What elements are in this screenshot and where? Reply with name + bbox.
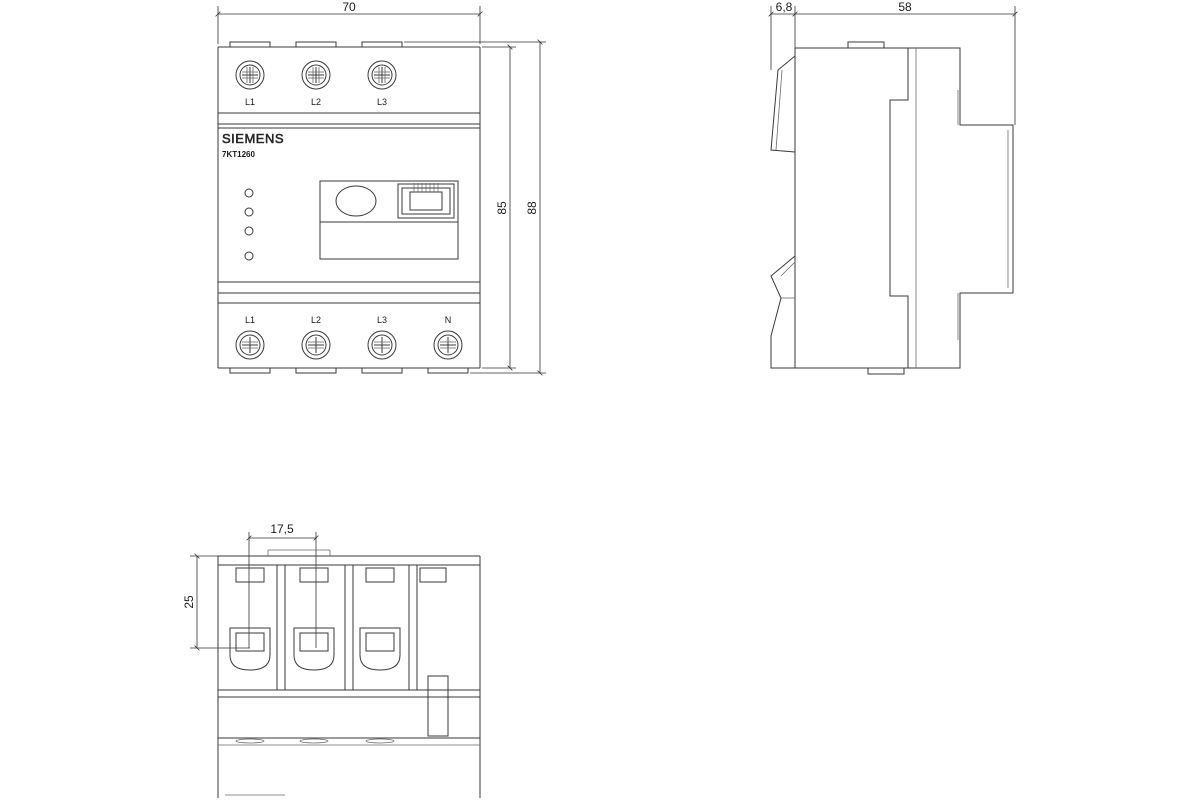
bottom-terminal-screw-3 — [367, 330, 397, 360]
top-terminal-screw-2 — [301, 60, 331, 90]
pitch-dimension-label: 17,5 — [270, 522, 294, 536]
depth-dimension: 58 — [795, 0, 1018, 125]
led-indicator-2 — [244, 207, 254, 217]
top-terminal-screw-3 — [367, 60, 397, 90]
width-dimension-label: 70 — [342, 0, 356, 14]
top-terminal-screw-1 — [235, 60, 265, 90]
brand-logo: SIEMENS — [222, 131, 284, 146]
front-view: 70 — [215, 0, 546, 376]
optical-window — [335, 185, 377, 217]
side-view: 6,8 58 — [768, 0, 1018, 375]
rj45-port — [397, 183, 455, 219]
depth-dimension-25-label: 25 — [182, 595, 196, 609]
led-indicator-3 — [244, 226, 254, 236]
led-indicator-1 — [244, 188, 254, 198]
width-dimension: 70 — [215, 0, 483, 44]
bottom-view: 17,5 25 — [182, 522, 481, 798]
bottom-profile — [217, 549, 481, 798]
bottom-terminal-screw-2 — [301, 330, 331, 360]
bottom-terminal-screw-4 — [433, 330, 463, 360]
top-terminal-label-1: L1 — [245, 97, 255, 107]
depth-dimension-25: 25 — [182, 553, 250, 651]
offset-dimension-label: 6,8 — [776, 0, 793, 14]
pitch-dimension: 17,5 — [246, 522, 319, 648]
bottom-terminal-label-2: L2 — [311, 315, 321, 325]
bottom-terminal-label-3: L3 — [377, 315, 387, 325]
device-body — [217, 41, 481, 374]
height-dimension-88: 88 — [404, 39, 546, 376]
interface-panel — [319, 180, 459, 260]
depth-dimension-label: 58 — [898, 0, 912, 14]
side-profile — [770, 41, 1014, 375]
height-dimension-85: 85 — [482, 44, 516, 371]
bottom-terminal-label-4: N — [445, 315, 452, 325]
model-number: 7KT1260 — [222, 150, 255, 159]
bottom-terminal-screw-1 — [235, 330, 265, 360]
bottom-terminal-label-1: L1 — [245, 315, 255, 325]
height-dimension-85-label: 85 — [495, 201, 509, 215]
top-terminal-label-2: L2 — [311, 97, 321, 107]
led-indicator-4 — [244, 251, 254, 261]
height-dimension-88-label: 88 — [525, 201, 539, 215]
offset-dimension: 6,8 — [768, 0, 798, 70]
top-terminal-label-3: L3 — [377, 97, 387, 107]
